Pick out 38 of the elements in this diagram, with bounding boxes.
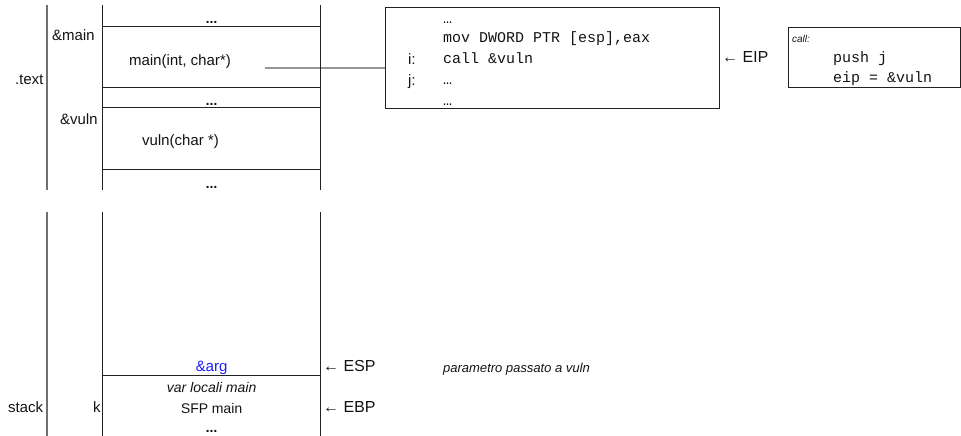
ellipsis: ... (206, 11, 218, 25)
memory-cell (102, 170, 321, 190)
code-line: mov DWORD PTR [esp],eax (443, 31, 650, 46)
ellipsis: ... (206, 93, 218, 107)
function-label: i: (408, 52, 416, 67)
stack-value: var locali main (166, 380, 256, 394)
function-label: j: (408, 73, 416, 88)
connector-line (265, 67, 385, 69)
stack-value: &arg (196, 359, 228, 374)
code-line: … (443, 94, 452, 109)
segment-label: .text (15, 72, 44, 87)
register-pointer-label: ← EIP (722, 50, 768, 66)
address-label: &vuln (60, 112, 98, 127)
code-line: call &vuln (443, 52, 534, 67)
stack-cell (102, 376, 321, 436)
segment-label: stack (8, 400, 44, 415)
code-listing-box (385, 7, 720, 109)
code-line: eip = &vuln (833, 71, 932, 86)
address-label: k (93, 400, 100, 415)
note: parametro passato a vuln (443, 361, 590, 374)
pseudo-code-box (788, 27, 961, 88)
memory-cell (102, 5, 321, 27)
code-line: … (443, 12, 452, 27)
code-line: push j (833, 51, 888, 66)
register-pointer-label: ← ESP (323, 359, 376, 375)
address-label: &main (52, 28, 95, 43)
function-label: main(int, char*) (129, 53, 231, 68)
memory-cell (102, 27, 321, 88)
stack-cell (102, 212, 321, 376)
stack-value: SFP main (180, 401, 242, 415)
register-pointer-label: ← EBP (323, 400, 376, 416)
ellipsis: ... (206, 176, 218, 190)
ellipsis: ... (206, 420, 218, 434)
memory-cell (102, 88, 321, 108)
box-heading: call: (792, 35, 810, 45)
function-label: vuln(char *) (142, 133, 219, 148)
memory-cell (102, 108, 321, 170)
code-line: … (443, 73, 452, 88)
